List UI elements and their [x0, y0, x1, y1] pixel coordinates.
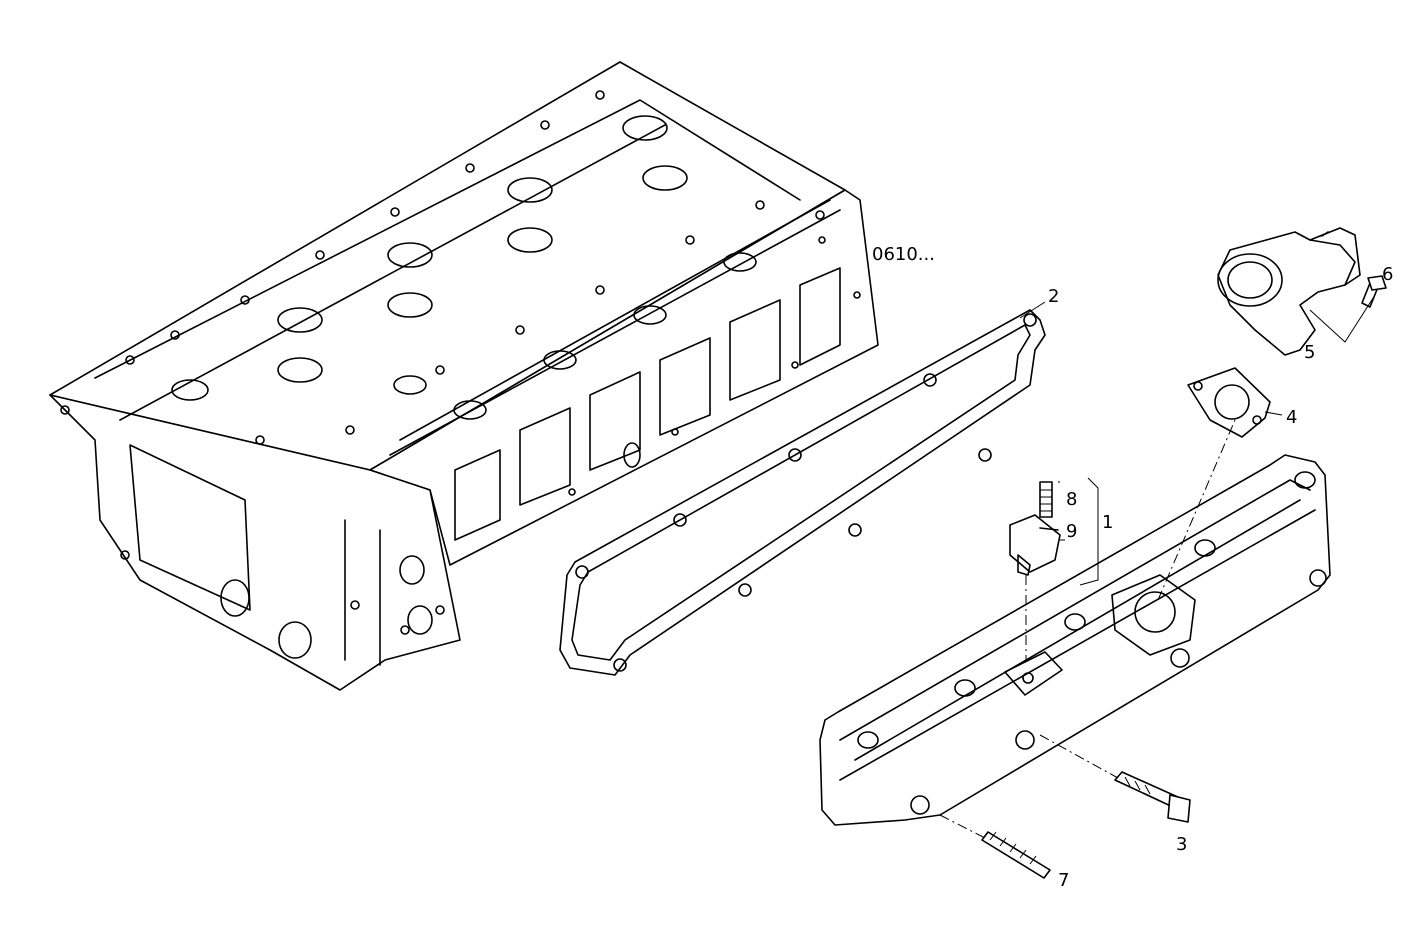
leader-lines: [1019, 294, 1376, 586]
callout-8: 8: [1066, 489, 1077, 510]
housing-bolt: [1361, 275, 1387, 308]
thermostat-housing: [1217, 227, 1361, 356]
callout-labels: 1 2 3 4 5 6 7 8 9: [1048, 264, 1393, 891]
cylinder-head: [49, 61, 879, 691]
callout-2: 2: [1048, 286, 1059, 307]
seal-plate: [1187, 367, 1271, 438]
gasket: [559, 309, 1046, 676]
assembly-lines: [939, 419, 1236, 839]
manifold-stud: [981, 831, 1051, 879]
callout-6: 6: [1382, 264, 1393, 285]
callout-4: 4: [1286, 407, 1297, 428]
callout-9: 9: [1066, 521, 1077, 542]
manifold-housing: [819, 454, 1331, 826]
sensor: [1009, 514, 1061, 576]
manifold-bolt: [1114, 771, 1191, 823]
callout-1: 1: [1102, 512, 1113, 533]
reference-note: 0610...: [872, 244, 935, 265]
callout-3: 3: [1176, 834, 1187, 855]
callout-5: 5: [1304, 342, 1315, 363]
callout-7: 7: [1058, 870, 1069, 891]
sensor-bolt: [1039, 481, 1053, 518]
